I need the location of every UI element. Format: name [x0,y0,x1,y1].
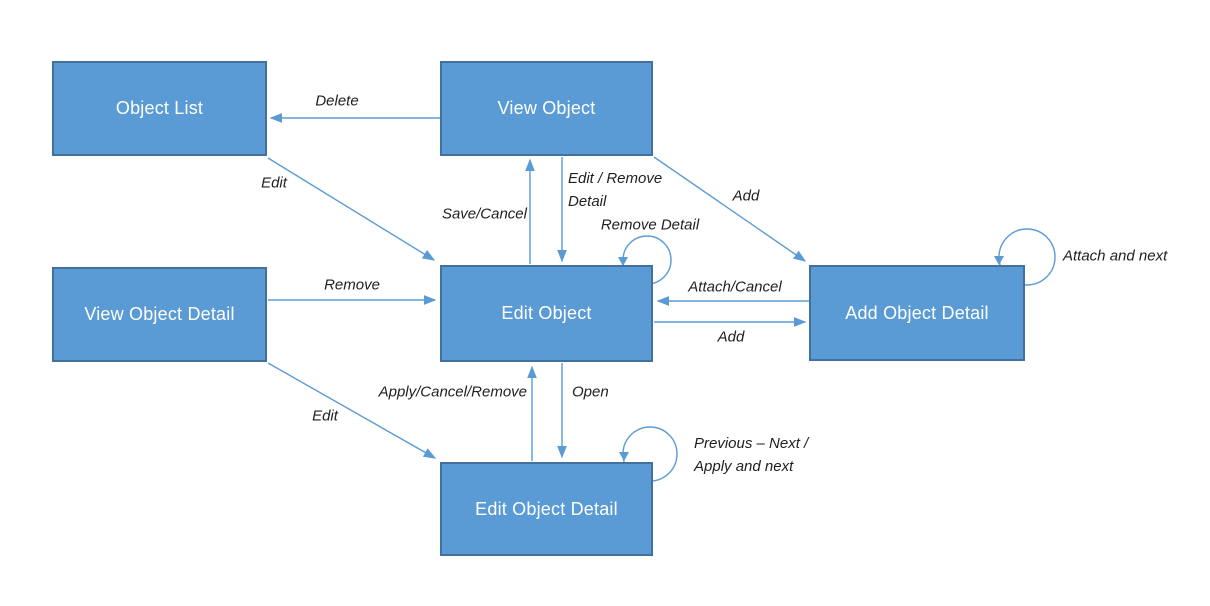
edge-label-remove-detail-loop: Remove Detail [600,216,700,234]
edge-label-add-from-view: Add [732,187,760,205]
state-edit-object-label: Edit Object [501,303,592,323]
edge-label-edit-remove-detail: Edit / Remove Detail [568,167,662,213]
state-edit-object-detail-label: Edit Object Detail [475,498,618,519]
edge-label-save-cancel: Save/Cancel [441,205,527,223]
state-object-list: Object List [52,61,267,156]
state-add-object-detail: Add Object Detail [809,265,1025,361]
state-edit-object: Edit Object [440,265,653,362]
edge-label-previous-next-loop: Previous – Next / Apply and next [694,432,808,478]
edge-label-edit-remove-detail-line2: Detail [568,193,607,210]
edge-label-delete: Delete [315,92,359,110]
state-view-object-detail: View Object Detail [52,267,267,362]
edge-label-remove: Remove [324,276,380,294]
edge-label-attach-and-next-loop: Attach and next [1063,247,1168,265]
state-add-object-detail-label: Add Object Detail [845,302,989,323]
edge-label-add-from-edit: Add [717,328,745,346]
state-view-object: View Object [440,61,653,156]
edge-label-edit-from-view-detail: Edit [312,407,338,425]
state-edit-object-detail: Edit Object Detail [440,462,653,556]
edge-label-open: Open [572,383,609,401]
state-object-list-label: Object List [115,98,204,118]
arrow-edit-from-list [267,157,436,261]
arrow-add-from-view [653,156,807,262]
self-loop-attach-and-next [994,228,1056,286]
edge-label-previous-next-line1: Previous – Next / [694,435,809,452]
arrow-edit-from-view-detail [267,362,437,459]
edge-label-attach-cancel: Attach/Cancel [688,278,782,296]
edge-label-edit-remove-detail-line1: Edit / Remove [568,170,663,187]
edge-label-edit-from-list: Edit [261,174,287,192]
state-view-object-detail-label: View Object Detail [84,304,235,324]
state-view-object-label: View Object [497,98,596,118]
edge-label-apply-cancel-remove: Apply/Cancel/Remove [378,383,527,401]
edge-label-previous-next-line2: Apply and next [694,458,794,475]
